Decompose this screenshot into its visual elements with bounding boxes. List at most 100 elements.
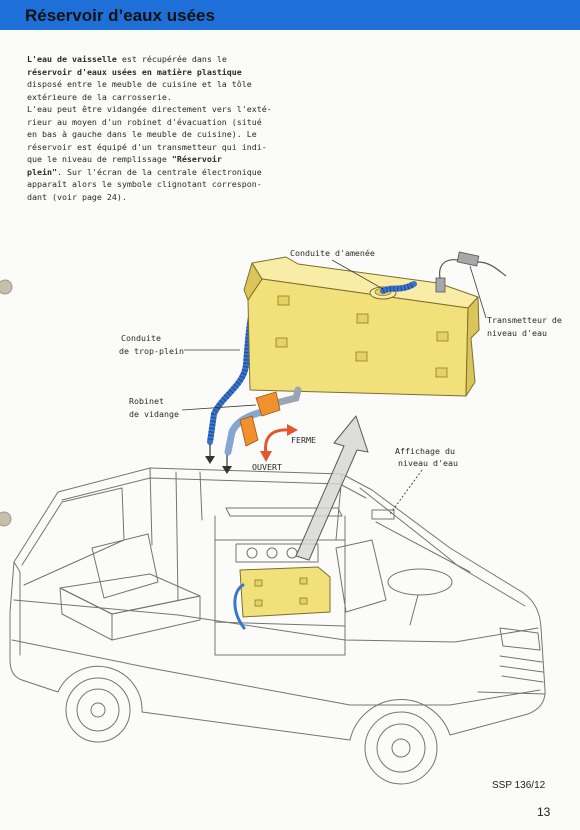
c-pillar <box>149 467 153 546</box>
flow-arrows <box>205 444 232 474</box>
leader-level-display <box>389 469 423 515</box>
small-tank-bolt <box>299 577 308 585</box>
rear-seat-side <box>111 595 201 641</box>
front-bumper <box>477 691 546 695</box>
tank-mounting-recess <box>436 331 449 342</box>
label-level-display-line2: niveau d'eau <box>398 458 458 468</box>
valve-motion-arc <box>264 428 292 457</box>
b-pillar <box>175 471 179 601</box>
text-line: rieur au moyen d'un robinet d'évacuation… <box>27 116 262 127</box>
front-hub <box>391 738 411 758</box>
small-tank-bolt <box>254 579 263 587</box>
text-line: en bas à gauche dans le meuble de cuisin… <box>27 129 257 139</box>
page-title: Réservoir d’eaux usées <box>25 6 215 25</box>
grille-bar <box>501 675 544 683</box>
roof-cutaway-edge <box>61 477 367 501</box>
small-tank-bolt <box>299 597 308 605</box>
stove-burner <box>246 547 258 559</box>
text-line: réservoir d'eaux usées en matière plasti… <box>27 66 242 77</box>
tank-mounting-recess <box>355 351 368 362</box>
closed-direction-head <box>287 424 298 436</box>
text-line: extérieure de la carrosserie. <box>27 91 172 102</box>
windshield-frame <box>359 487 459 567</box>
punch-holes <box>0 279 13 527</box>
label-closed: FERME <box>291 435 316 445</box>
text-run: que le niveau de remplissage <box>27 154 172 164</box>
text-run: . Sur l'écran de la centrale électroniqu… <box>56 166 262 177</box>
supply-hose <box>380 281 417 294</box>
drain-valve-lever <box>239 415 259 447</box>
label-level-sender-line2: niveau d'eau <box>487 328 547 338</box>
label-open: OUVERT <box>252 462 282 472</box>
tank-left-edge <box>243 262 263 301</box>
title-banner: Réservoir d’eaux usées <box>0 0 580 30</box>
leader-level-sender <box>469 265 487 319</box>
stove-burner <box>286 547 298 559</box>
rear-hub <box>90 702 106 718</box>
tank-side-face <box>465 296 480 397</box>
steering-wheel <box>387 568 453 596</box>
small-tank-hose <box>233 583 246 630</box>
tank-mounting-recess <box>275 337 288 348</box>
leader-supply-line <box>331 259 384 290</box>
bold-term: "Réservoir <box>171 154 222 164</box>
side-pillar <box>199 471 203 521</box>
text-line: réservoir est équipé d'un transmetteur q… <box>27 141 267 152</box>
level-sender <box>435 251 507 293</box>
driver-seat <box>335 539 387 613</box>
sender-cable <box>439 259 459 279</box>
tank-mounting-recess <box>356 313 369 324</box>
pointer-arrow-icon <box>295 415 369 561</box>
sender-body <box>435 277 446 293</box>
kitchen-cabinet <box>214 515 346 656</box>
leader-lines <box>181 259 487 515</box>
rear-window-frame <box>21 487 125 586</box>
bold-term: plein" <box>27 166 57 177</box>
headlight <box>499 627 541 651</box>
front-rim <box>376 723 426 773</box>
text-line: dant (voir page 24). <box>27 191 127 202</box>
rear-seat-cushion <box>59 573 201 615</box>
grille-bar <box>499 665 544 673</box>
label-supply-line: Conduite d'amenée <box>290 248 375 258</box>
van-body-outline <box>9 467 546 741</box>
leader-drain-valve <box>181 404 257 411</box>
tank-mounting-recess <box>277 295 290 306</box>
valve-motion-arrow-icon <box>260 424 298 462</box>
stove-burner <box>266 547 278 559</box>
text-line: que le niveau de remplissage "Réservoir <box>27 153 272 166</box>
punch-hole-icon <box>0 511 12 527</box>
label-drain-valve-line1: Robinet <box>129 396 164 406</box>
stove <box>235 543 319 563</box>
flow-arrow-head <box>205 456 215 464</box>
drain-valve-assembly <box>224 386 302 456</box>
flow-arrow-head <box>222 466 232 474</box>
level-display-screen <box>371 509 395 520</box>
rear-rim <box>76 688 120 732</box>
hood-edge <box>457 565 526 607</box>
label-drain-valve-line2: de vidange <box>129 409 179 419</box>
small-tank-bolt <box>254 599 263 607</box>
text-line: apparaît alors le symbole clignotant cor… <box>27 179 262 189</box>
label-level-sender-line1: Transmetteur de <box>487 315 562 325</box>
sill-line <box>11 639 541 706</box>
page-number: 13 <box>537 805 551 819</box>
waste-water-tank <box>243 256 480 397</box>
intro-paragraph: L'eau de vaisselle est récupérée dans le… <box>27 53 272 203</box>
figure-reference: SSP 136/12 <box>492 780 546 791</box>
grille-bar <box>499 655 543 663</box>
text-line: L'eau peut être vidangée directement ver… <box>27 104 272 114</box>
rear-seat-backrest <box>91 533 159 599</box>
tank-mounting-recess <box>435 367 448 378</box>
text-line: plein". Sur l'écran de la centrale élect… <box>27 166 272 179</box>
sender-plug <box>456 251 480 267</box>
rear-seat-front <box>59 587 113 641</box>
label-overflow-line1: Conduite <box>121 333 161 343</box>
drain-pipe <box>268 386 302 408</box>
rear-door-edge <box>13 561 21 656</box>
label-overflow-line2: de trop-plein <box>119 346 184 356</box>
text-line: disposé entre le meuble de cuisine et la… <box>27 79 252 89</box>
cabinet-door-edge <box>214 621 346 627</box>
